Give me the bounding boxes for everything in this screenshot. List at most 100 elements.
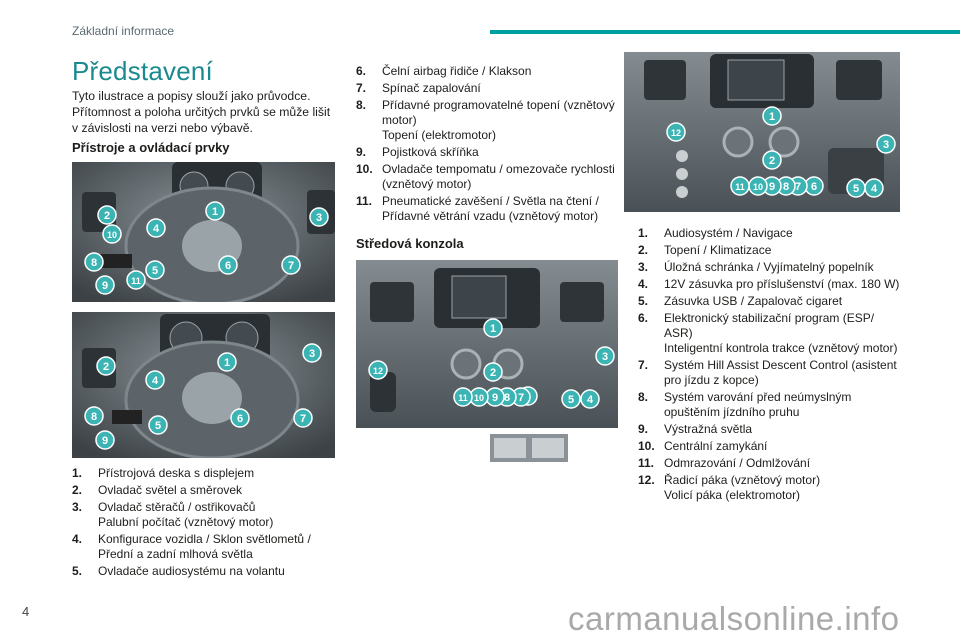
legend-item: 8.Systém varování před neúmyslným opuště… [638,390,900,420]
svg-text:8: 8 [504,392,510,404]
legend-item-number: 5. [638,294,649,308]
legend-item-number: 4. [72,532,83,546]
svg-text:3: 3 [309,348,315,360]
header-section: Základní informace [72,24,175,38]
legend-item-number: 1. [72,466,83,480]
svg-text:7: 7 [288,260,294,272]
legend-item-text: Pneumatické zavěšení / Světla na čtení /… [382,194,599,223]
legend-item: 2. Topení / Klimatizace [638,243,900,258]
legend-item-text: Výstražná světla [664,422,753,436]
legend-item-number: 8. [638,390,649,404]
legend-item-number: 7. [638,358,649,372]
callout-6: 6 [218,255,238,275]
legend-item: 6.Čelní airbag řidiče / Klakson [356,64,618,79]
callout-5: 5 [846,178,866,198]
watermark: carmanualsonline.info [568,600,900,637]
svg-text:1: 1 [212,206,218,218]
legend-item: 9. Pojistková skříňka [356,145,618,160]
callout-1: 1 [762,106,782,126]
callout-8: 8 [84,252,104,272]
svg-text:5: 5 [568,394,574,406]
intro-text: Tyto ilustrace a popisy slouží jako prův… [72,89,331,135]
svg-text:9: 9 [102,280,108,292]
legend-item: 4. 12V zásuvka pro příslušenství (max. 18… [638,277,900,292]
callout-6: 6 [230,408,250,428]
legend-item-text: Ovladače tempomatu / omezovače rychlosti… [382,162,615,191]
svg-text:6: 6 [225,260,231,272]
callout-4: 4 [580,389,600,409]
svg-text:10: 10 [474,393,484,403]
callout-8: 8 [84,406,104,426]
callout-11: 11 [453,387,473,407]
svg-text:5: 5 [152,265,158,277]
svg-text:12: 12 [373,366,383,376]
svg-text:11: 11 [735,182,745,192]
svg-text:5: 5 [853,183,859,195]
svg-text:1: 1 [769,111,775,123]
legend-item-text: Odmrazování / Odmlžování [664,456,811,470]
legend-item-text: Přídavné programovatelné topení (vznětov… [382,98,615,142]
page-number: 4 [22,604,30,619]
callout-1: 1 [217,352,237,372]
legend-item-text: Systém Hill Assist Descent Control (asis… [664,358,897,387]
callout-10: 10 [102,224,122,244]
svg-text:3: 3 [883,139,889,151]
legend-item-text: Audiosystém / Navigace [664,226,793,240]
legend-item-number: 10. [638,439,655,453]
header-accent-bar [490,30,960,34]
callout-6: 6 [804,176,824,196]
callout-4: 4 [864,178,884,198]
callout-2: 2 [762,150,782,170]
svg-text:2: 2 [103,361,109,373]
legend-item-text: Čelní airbag řidiče / Klakson [382,64,532,78]
svg-text:9: 9 [769,181,775,193]
callout-2: 2 [483,362,503,382]
legend-item: 5.Ovladače audiosystému na volantu [72,564,334,579]
legend-item-number: 7. [356,81,367,95]
callout-12: 12 [368,360,388,380]
svg-text:4: 4 [587,394,594,406]
legend-item-text: Topení / Klimatizace [664,243,772,257]
legend-item: 10.Centrální zamykání [638,439,900,454]
callout-5: 5 [148,415,168,435]
legend-item-number: 4. [638,277,649,291]
legend-item-number: 2. [638,243,649,257]
legend-item-number: 11. [638,456,655,470]
section-heading-instruments: Přístroje a ovládací prvky [72,140,230,155]
svg-text:9: 9 [492,392,498,404]
legend-item-text: Pojistková skříňka [382,145,479,159]
svg-text:1: 1 [490,323,496,335]
legend-item: 9. Výstražná světla [638,422,900,437]
callout-3: 3 [595,346,615,366]
legend-item-number: 9. [356,145,367,159]
callout-3: 3 [876,134,896,154]
legend-item-text: 12V zásuvka pro příslušenství (max. 180 … [664,277,900,291]
callout-7: 7 [281,255,301,275]
callout-10: 10 [748,176,768,196]
svg-text:7: 7 [518,392,524,404]
legend-item-number: 9. [638,422,649,436]
svg-text:11: 11 [458,393,468,403]
svg-text:3: 3 [316,212,322,224]
callout-12: 12 [666,122,686,142]
svg-text:4: 4 [153,223,160,235]
svg-text:2: 2 [490,367,496,379]
legend-item-number: 1. [638,226,649,240]
legend-item-text: Elektronický stabilizační program (ESP/ … [664,311,898,355]
callout-1: 1 [483,318,503,338]
svg-text:2: 2 [769,155,775,167]
svg-text:4: 4 [871,183,878,195]
callout-4: 4 [146,218,166,238]
legend-item: 6. Elektronický stabilizační program (ESP… [638,311,900,356]
legend-item-text: Zásuvka USB / Zapalovač cigaret [664,294,843,308]
legend-item-number: 6. [638,311,649,325]
legend-item-number: 2. [72,483,83,497]
legend-item: 3.Ovladač stěračů / ostřikovačů Palubní … [72,500,334,530]
svg-text:10: 10 [753,182,763,192]
svg-text:5: 5 [155,420,161,432]
callout-11: 11 [126,270,146,290]
svg-text:3: 3 [602,351,608,363]
